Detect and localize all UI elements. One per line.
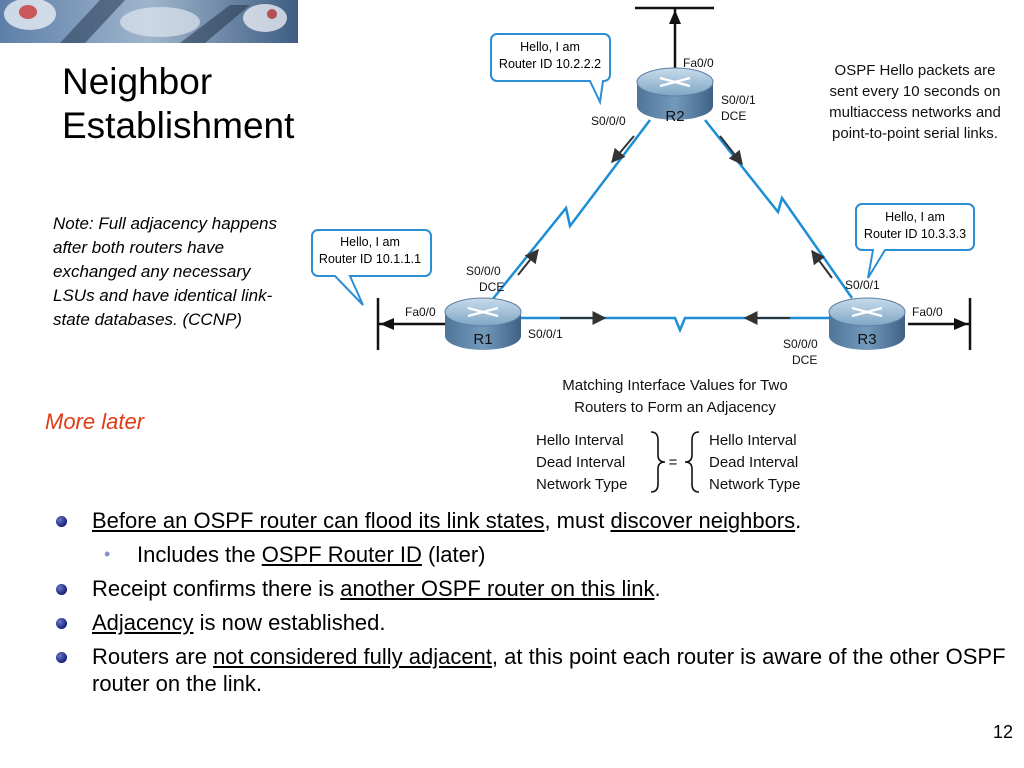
iface-r1-s000-dce: DCE (479, 280, 504, 294)
bullet-dot-icon (56, 618, 67, 629)
bullet-text: another OSPF router on this link (340, 576, 655, 601)
left-brace-icon (650, 431, 666, 493)
left-value: Network Type (536, 476, 627, 493)
hello-r1-line: Router ID 10.1.1.1 (319, 252, 421, 266)
bullet-text: Includes the (137, 542, 262, 567)
left-value: Hello Interval (536, 432, 624, 449)
arrow-left-icon (380, 318, 394, 330)
bullet-text: . (795, 508, 802, 533)
bullet-text: Before an OSPF router can flood its link… (92, 508, 545, 533)
page-title: Neighbor Establishment (62, 60, 294, 148)
hello-description: OSPF Hello packets are sent every 10 sec… (829, 62, 1001, 142)
iface-r2-s001: S0/0/1 (721, 93, 756, 107)
interface-labels: Fa0/0 S0/0/0 S0/0/1 DCE Fa0/0 S0/0/0 DCE… (405, 56, 943, 367)
header-image (0, 0, 298, 43)
iface-r3-s000: S0/0/0 (783, 337, 818, 351)
left-value: Dead Interval (536, 454, 625, 471)
bullet-item: Adjacency is now established. (56, 609, 1021, 636)
serial-link-r1-r3 (520, 316, 830, 334)
page-title-line: Neighbor (62, 61, 213, 102)
iface-r3-s001: S0/0/1 (845, 278, 880, 292)
serial-link-r1-r2 (491, 119, 651, 301)
description-line: sent every 10 seconds on (830, 83, 1001, 100)
iface-r1-fa: Fa0/0 (405, 305, 436, 319)
hello-r2-line: Router ID 10.2.2.2 (499, 57, 601, 71)
iface-r1-s000: S0/0/0 (466, 264, 501, 278)
bullet-dot-icon (56, 652, 67, 663)
description-line: OSPF Hello packets are (835, 62, 996, 79)
sub-bullet-dot-icon: • (104, 544, 111, 564)
bullet-text: (later) (421, 542, 486, 567)
iface-r2-s000: S0/0/0 (591, 114, 626, 128)
serial-links (491, 119, 854, 334)
bullet-text: . (654, 576, 661, 601)
arrow-right-icon (954, 318, 968, 330)
bullet-dot-icon (56, 584, 67, 595)
hello-r1-line: Hello, I am (340, 235, 400, 249)
bullet-text: not considered fully adjacent (213, 644, 492, 669)
bullet-text: Adjacency (92, 610, 194, 635)
note-text: Note: Full adjacency happens after both … (53, 214, 277, 329)
right-value: Network Type (709, 476, 800, 493)
router-r2-icon: R2 (636, 67, 714, 125)
bullet-text: discover neighbors (610, 508, 796, 533)
matching-title-line: Routers to Form an Adjacency (574, 399, 776, 416)
bullet-dot-icon (56, 516, 67, 527)
bullet-text: is now established. (193, 610, 386, 635)
bullet-list: Before an OSPF router can flood its link… (56, 507, 1021, 704)
bullet-text: Routers are (92, 644, 214, 669)
equals-sign: = (669, 454, 678, 471)
bullet-text: , must (544, 508, 611, 533)
hello-callout-r2: Hello, I am Router ID 10.2.2.2 (490, 33, 611, 106)
bullet-text: , at this point each router is aware of … (92, 644, 1006, 696)
right-value: Dead Interval (709, 454, 798, 471)
arrow-up-icon (669, 10, 681, 24)
iface-r2-s001-dce: DCE (721, 109, 746, 123)
bullet-item: Before an OSPF router can flood its link… (56, 507, 1021, 534)
page-title-line: Establishment (62, 105, 295, 146)
matching-title-line: Matching Interface Values for Two (562, 377, 787, 394)
bullet-text: OSPF Router ID (261, 542, 422, 567)
description-line: point-to-point serial links. (832, 125, 998, 142)
hello-r2-line: Hello, I am (520, 40, 580, 54)
iface-r2-fa: Fa0/0 (683, 56, 714, 70)
hello-callout-r1: Hello, I am Router ID 10.1.1.1 (311, 229, 432, 306)
router-r2-label: R2 (665, 108, 684, 125)
iface-r3-s000-dce: DCE (792, 353, 817, 367)
more-later-text: More later (45, 409, 145, 434)
matching-values: Matching Interface Values for Two Router… (536, 377, 800, 493)
router-r1-icon: R1 (444, 297, 522, 350)
bullet-text: Receipt confirms there is (92, 576, 341, 601)
description-line: multiaccess networks and (829, 104, 1001, 121)
serial-link-r2-r3 (704, 119, 854, 299)
router-r3-label: R3 (857, 331, 876, 348)
hello-r3-line: Hello, I am (885, 210, 945, 224)
router-r3-icon: R3 (828, 297, 906, 350)
page-number: 12 (992, 722, 1013, 742)
right-brace-icon (684, 431, 700, 493)
ospf-diagram: R2 R1 R3 Hello, I am Router ID 10.2.2.2 … (311, 6, 1001, 493)
right-value: Hello Interval (709, 432, 797, 449)
hello-callout-r3: Hello, I am Router ID 10.3.3.3 (855, 203, 975, 279)
hello-arrows (517, 135, 833, 325)
hello-r3-line: Router ID 10.3.3.3 (864, 227, 966, 241)
sub-bullet-item: • Includes the OSPF Router ID (later) (56, 541, 1021, 568)
bullet-item: Routers are not considered fully adjacen… (56, 643, 1021, 697)
iface-r3-fa: Fa0/0 (912, 305, 943, 319)
iface-r1-s001: S0/0/1 (528, 327, 563, 341)
bullet-item: Receipt confirms there is another OSPF r… (56, 575, 1021, 602)
router-r1-label: R1 (473, 331, 492, 348)
